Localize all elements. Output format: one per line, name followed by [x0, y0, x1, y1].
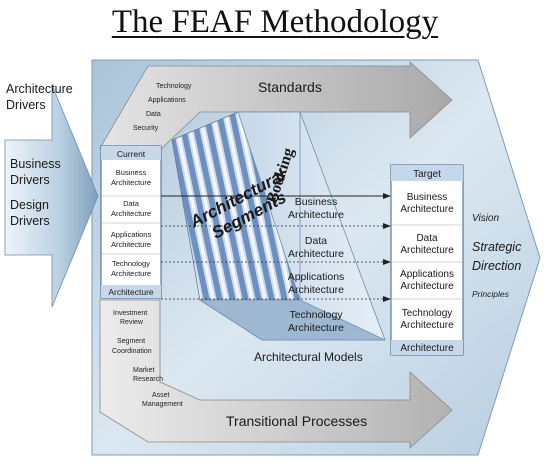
transitional-label: Transitional Processes — [226, 413, 367, 429]
standards-item: Security — [133, 125, 159, 132]
architectural-models-label: Architectural Models — [254, 350, 363, 364]
business-drivers-label: Business Drivers — [10, 157, 64, 187]
current-header: Current — [117, 149, 146, 159]
standards-item: Applications — [148, 97, 186, 104]
current-column — [100, 145, 162, 299]
target-header: Target — [413, 169, 441, 180]
current-header-bg — [101, 146, 161, 160]
design-drivers-label: Design Drivers — [10, 198, 52, 228]
target-footer-bg — [391, 340, 463, 355]
standards-item: Technology — [156, 83, 192, 90]
target-column — [390, 164, 464, 356]
target-header-bg — [391, 165, 463, 181]
page-title: The FEAF Methodology — [111, 4, 439, 40]
standards-item: Data — [146, 111, 161, 118]
transitional-band — [99, 299, 453, 449]
target-footer: Architecture — [400, 343, 454, 354]
standards-band — [99, 61, 453, 151]
current-footer: Architecture — [108, 287, 154, 297]
strategic-direction-label: Strategic Direction — [472, 240, 525, 273]
standards-label: Standards — [258, 79, 322, 95]
vision-label: Vision — [472, 213, 499, 224]
current-footer-bg — [101, 285, 161, 298]
models-prism-bottom — [198, 299, 386, 341]
drivers-arrow — [4, 84, 99, 308]
drivers-header: Architecture Drivers — [6, 82, 76, 112]
principles-label: Principles — [472, 289, 510, 299]
